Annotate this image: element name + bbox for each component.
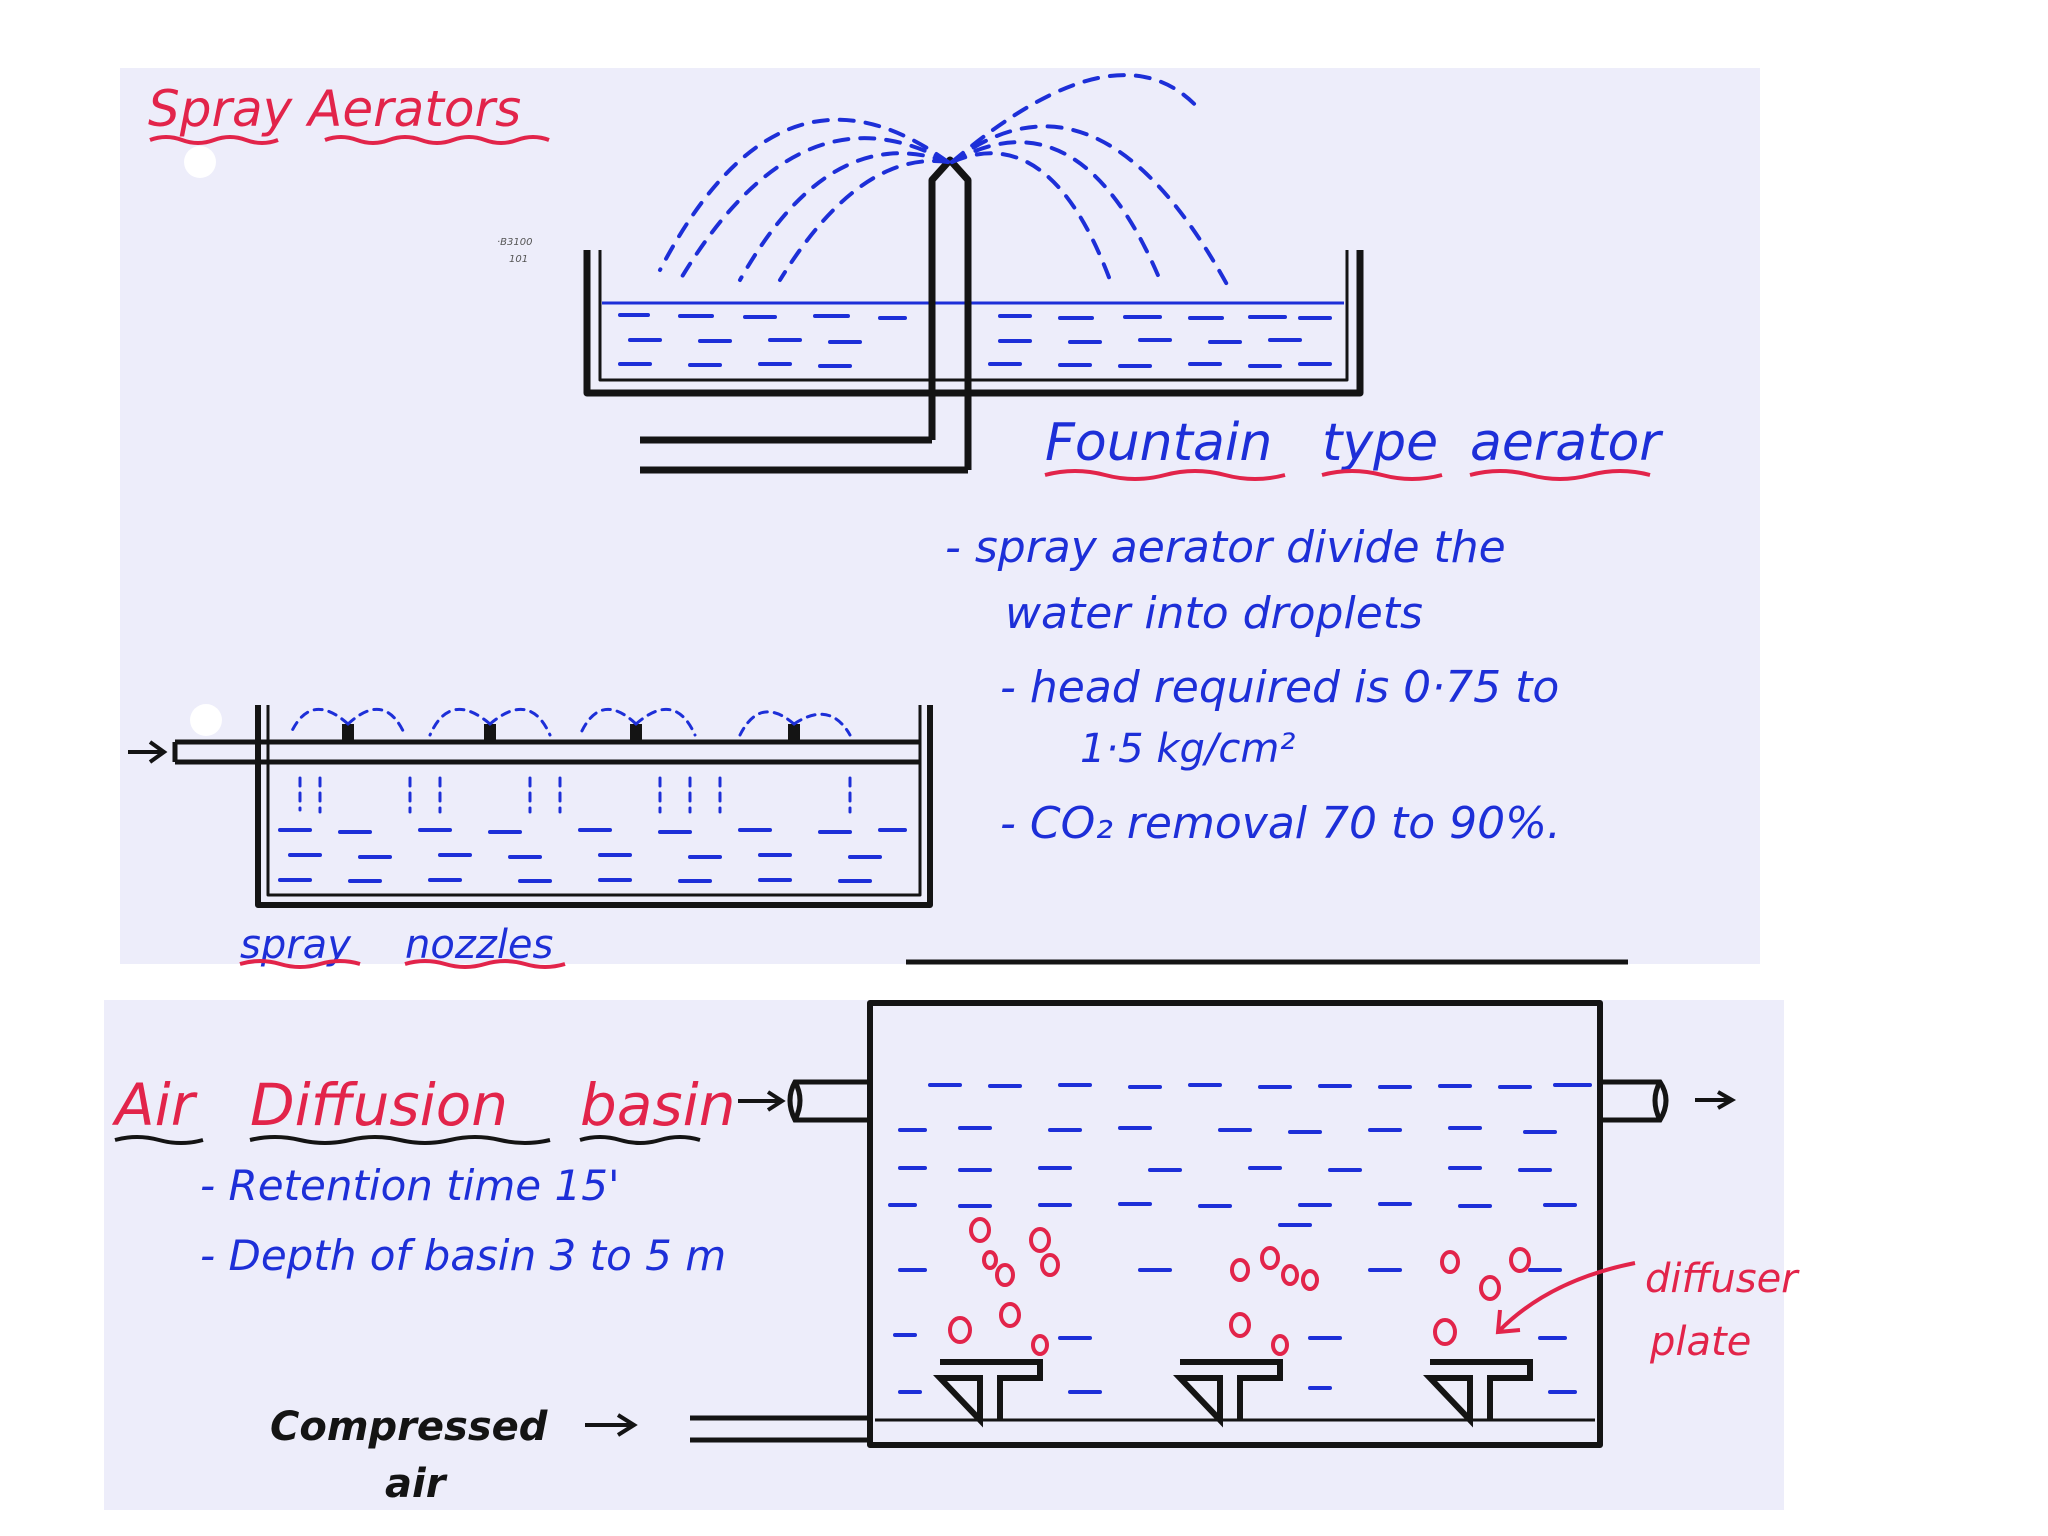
compressed-air-pipe <box>690 1415 870 1443</box>
inlet-flow-arrow <box>738 1090 786 1112</box>
air-diffusion-title-word-1: Air <box>111 1071 198 1139</box>
note-2-line-2: 1·5 kg/cm² <box>1080 726 1295 772</box>
spray-nozzles <box>342 724 800 742</box>
fountain-tank <box>583 250 1364 397</box>
compressed-air-arrow <box>585 1413 638 1437</box>
compressed-air-label: Compressed air <box>270 1404 548 1507</box>
fountain-label-word-3: aerator <box>1470 413 1664 473</box>
fountain-label-word-2: type <box>1322 413 1438 473</box>
diffuser-label-line-2: plate <box>1649 1319 1751 1365</box>
title-underline-1 <box>149 135 279 145</box>
outlet-flow-arrow <box>1695 1090 1737 1110</box>
outlet-pipe <box>1600 1079 1669 1123</box>
spray-aerators-panel: Spray Aerators ·B3100 101 <box>120 68 1760 969</box>
note-3: - CO₂ removal 70 to 90%. <box>1000 798 1561 849</box>
air-diffusion-panel: Air Diffusion basin - Retention time 15'… <box>104 959 1800 1510</box>
compressed-air-line-1: Compressed <box>270 1404 548 1450</box>
air-diffusion-notes: - Retention time 15' - Depth of basin 3 … <box>200 1161 726 1280</box>
note-1-line-1: - spray aerator divide the <box>945 522 1506 573</box>
spray-aerators-title: Spray Aerators <box>148 80 521 138</box>
fountain-water-ripples <box>618 313 1332 368</box>
air-diffusion-title-word-2: Diffusion <box>250 1071 508 1139</box>
basin-depth-note: - Depth of basin 3 to 5 m <box>200 1231 726 1280</box>
small-printed-text-1: ·B3100 <box>497 237 533 248</box>
basin-water <box>888 1083 1592 1394</box>
small-printed-text-2: 101 <box>509 254 528 265</box>
fountain-underline-3 <box>1469 469 1651 481</box>
fountain-underline-1 <box>1044 469 1286 481</box>
top-paper <box>120 68 1760 964</box>
diffuser-label-line-1: diffuser <box>1645 1256 1800 1302</box>
fountain-spray <box>658 73 1232 292</box>
note-2-line-1: - head required is 0·75 to <box>1000 662 1559 713</box>
fountain-pipe <box>640 156 972 474</box>
air-diffusion-underline-2 <box>249 1135 551 1145</box>
spray-tank-water <box>278 828 907 883</box>
note-1-line-2: water into droplets <box>1005 588 1423 639</box>
punch-hole-top <box>184 146 216 178</box>
punch-hole-middle <box>190 704 222 736</box>
fountain-label-word-1: Fountain <box>1045 413 1272 473</box>
spray-nozzles-underline-2 <box>404 959 566 969</box>
fountain-underline-2 <box>1321 469 1443 481</box>
air-diffusion-underline-1 <box>114 1135 204 1145</box>
air-bubbles <box>948 1217 1531 1356</box>
compressed-air-line-2: air <box>385 1461 448 1507</box>
inlet-arrow <box>128 740 168 764</box>
diffuser-plate-label: diffuser plate <box>1645 1256 1800 1365</box>
diffusion-basin <box>867 1000 1603 1448</box>
nozzle-spray-droplets <box>288 707 852 814</box>
spray-nozzles-underline-1 <box>239 959 361 969</box>
retention-time-note: - Retention time 15' <box>200 1161 620 1210</box>
air-diffusion-title-word-3: basin <box>580 1071 735 1139</box>
air-diffusion-underline-3 <box>579 1135 701 1145</box>
title-underline-2 <box>324 135 550 145</box>
inlet-pipe <box>787 1079 870 1123</box>
diffuser-plates <box>933 1359 1533 1428</box>
spray-notes: - spray aerator divide the water into dr… <box>945 522 1561 849</box>
diffuser-pointer-arrow <box>1495 1261 1636 1335</box>
